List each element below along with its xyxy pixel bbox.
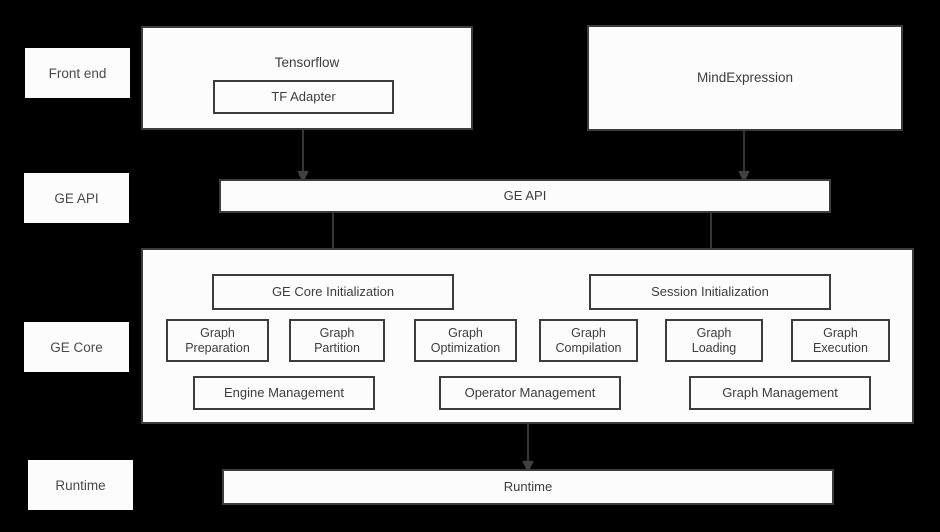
tensorflow-group[interactable]: Tensorflow xyxy=(141,26,473,130)
session-initialization-box[interactable]: Session Initialization xyxy=(589,274,831,310)
tf-adapter-box[interactable]: TF Adapter xyxy=(213,80,394,114)
module-label-line1: Graph xyxy=(448,325,483,340)
module-label-line2: Loading xyxy=(691,340,737,355)
graph-management-box[interactable]: Graph Management xyxy=(689,376,871,410)
engine-management-box[interactable]: Engine Management xyxy=(193,376,375,410)
module-label-line2: Partition xyxy=(314,340,360,355)
operator-management-box[interactable]: Operator Management xyxy=(439,376,621,410)
layer-label-ge-core: GE Core xyxy=(24,322,129,372)
module-label-line1: Graph xyxy=(696,325,732,340)
module-label-line1: Graph xyxy=(319,325,355,340)
ge-core-initialization-box[interactable]: GE Core Initialization xyxy=(212,274,454,310)
module-label-line1: Graph xyxy=(200,325,235,340)
module-label-line2: Optimization xyxy=(430,340,501,355)
ge-api-bar[interactable]: GE API xyxy=(219,179,831,213)
module-label-line2: Execution xyxy=(813,340,868,355)
module-label-line1: Graph xyxy=(571,325,606,340)
module-label-line2: Compilation xyxy=(555,340,622,355)
layer-label-runtime: Runtime xyxy=(28,460,133,510)
runtime-bar[interactable]: Runtime xyxy=(222,469,834,505)
layer-label-ge-api: GE API xyxy=(24,173,129,223)
mindexpression-group[interactable]: MindExpression xyxy=(587,25,903,131)
module-label-line2: Preparation xyxy=(185,340,250,355)
module-label-line1: Graph xyxy=(823,325,858,340)
layer-label-front-end: Front end xyxy=(25,48,130,98)
